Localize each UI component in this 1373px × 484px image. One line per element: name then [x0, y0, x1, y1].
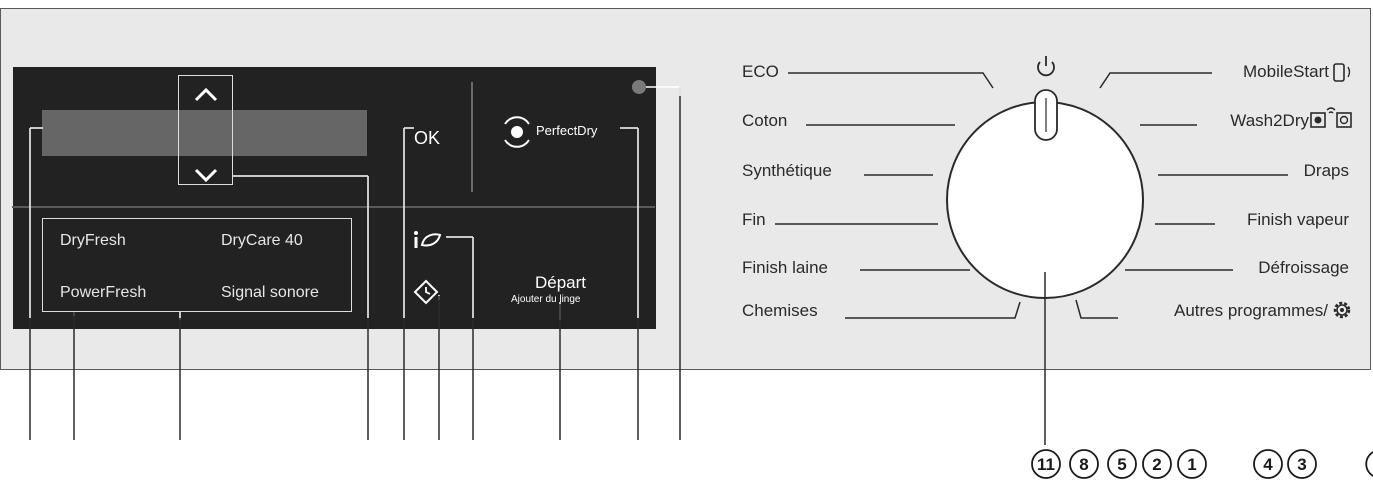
program-autres: Autres programmes/: [1174, 301, 1328, 320]
program-fin: Fin: [742, 210, 766, 229]
arrow-buttons-frame: [178, 75, 233, 185]
option-dryfresh[interactable]: DryFresh: [60, 232, 126, 249]
separator-horizontal: [12, 206, 655, 208]
power-icon: [1037, 56, 1055, 77]
callout-11: 11: [1037, 455, 1055, 474]
line-mobilestart: [1099, 72, 1212, 89]
ok-button[interactable]: OK: [414, 128, 441, 148]
text-display: [42, 110, 367, 156]
start-sub-label: Ajouter du linge: [511, 294, 581, 305]
callout-4: 4: [1263, 455, 1273, 474]
mobile-start-icon: [1332, 61, 1356, 85]
option-powerfresh[interactable]: PowerFresh: [60, 284, 147, 301]
options-frame: [42, 218, 352, 312]
program-mobilestart: MobileStart: [1243, 62, 1329, 81]
perfectdry-button[interactable]: PerfectDry: [536, 123, 598, 138]
callout-3: 3: [1297, 455, 1306, 474]
eco-feedback-icon[interactable]: [412, 229, 444, 251]
program-wash2dry: Wash2Dry: [1230, 111, 1309, 130]
callout-2: 2: [1152, 455, 1161, 474]
program-synthetique: Synthétique: [742, 161, 832, 180]
callout-5: 5: [1117, 455, 1126, 474]
option-signal-sonore[interactable]: Signal sonore: [221, 284, 319, 301]
settings-gear-icon: [1331, 299, 1353, 321]
perfectdry-icon: [499, 112, 535, 152]
program-chemises: Chemises: [742, 301, 818, 320]
wash2dry-icon: [1309, 104, 1353, 134]
option-drycare[interactable]: DryCare 40: [221, 232, 303, 249]
program-finish-vapeur: Finish vapeur: [1246, 210, 1349, 229]
separator-vertical: [471, 82, 473, 192]
delay-start-icon[interactable]: [413, 279, 439, 305]
program-draps: Draps: [1303, 161, 1349, 180]
line-eco: [788, 72, 994, 89]
start-button[interactable]: Départ: [535, 273, 587, 292]
program-coton: Coton: [742, 111, 788, 130]
arrow-up-icon[interactable]: [192, 84, 220, 104]
arrow-down-icon[interactable]: [192, 166, 220, 186]
program-defroissage: Défroissage: [1258, 258, 1349, 277]
program-finish-laine: Finish laine: [742, 258, 828, 277]
line-autres: [1075, 299, 1118, 319]
program-eco: ECO: [742, 62, 779, 81]
callout-8: 8: [1079, 455, 1088, 474]
status-led: [632, 80, 646, 94]
line-chemises: [845, 301, 1021, 319]
callout-1: 1: [1187, 455, 1196, 474]
